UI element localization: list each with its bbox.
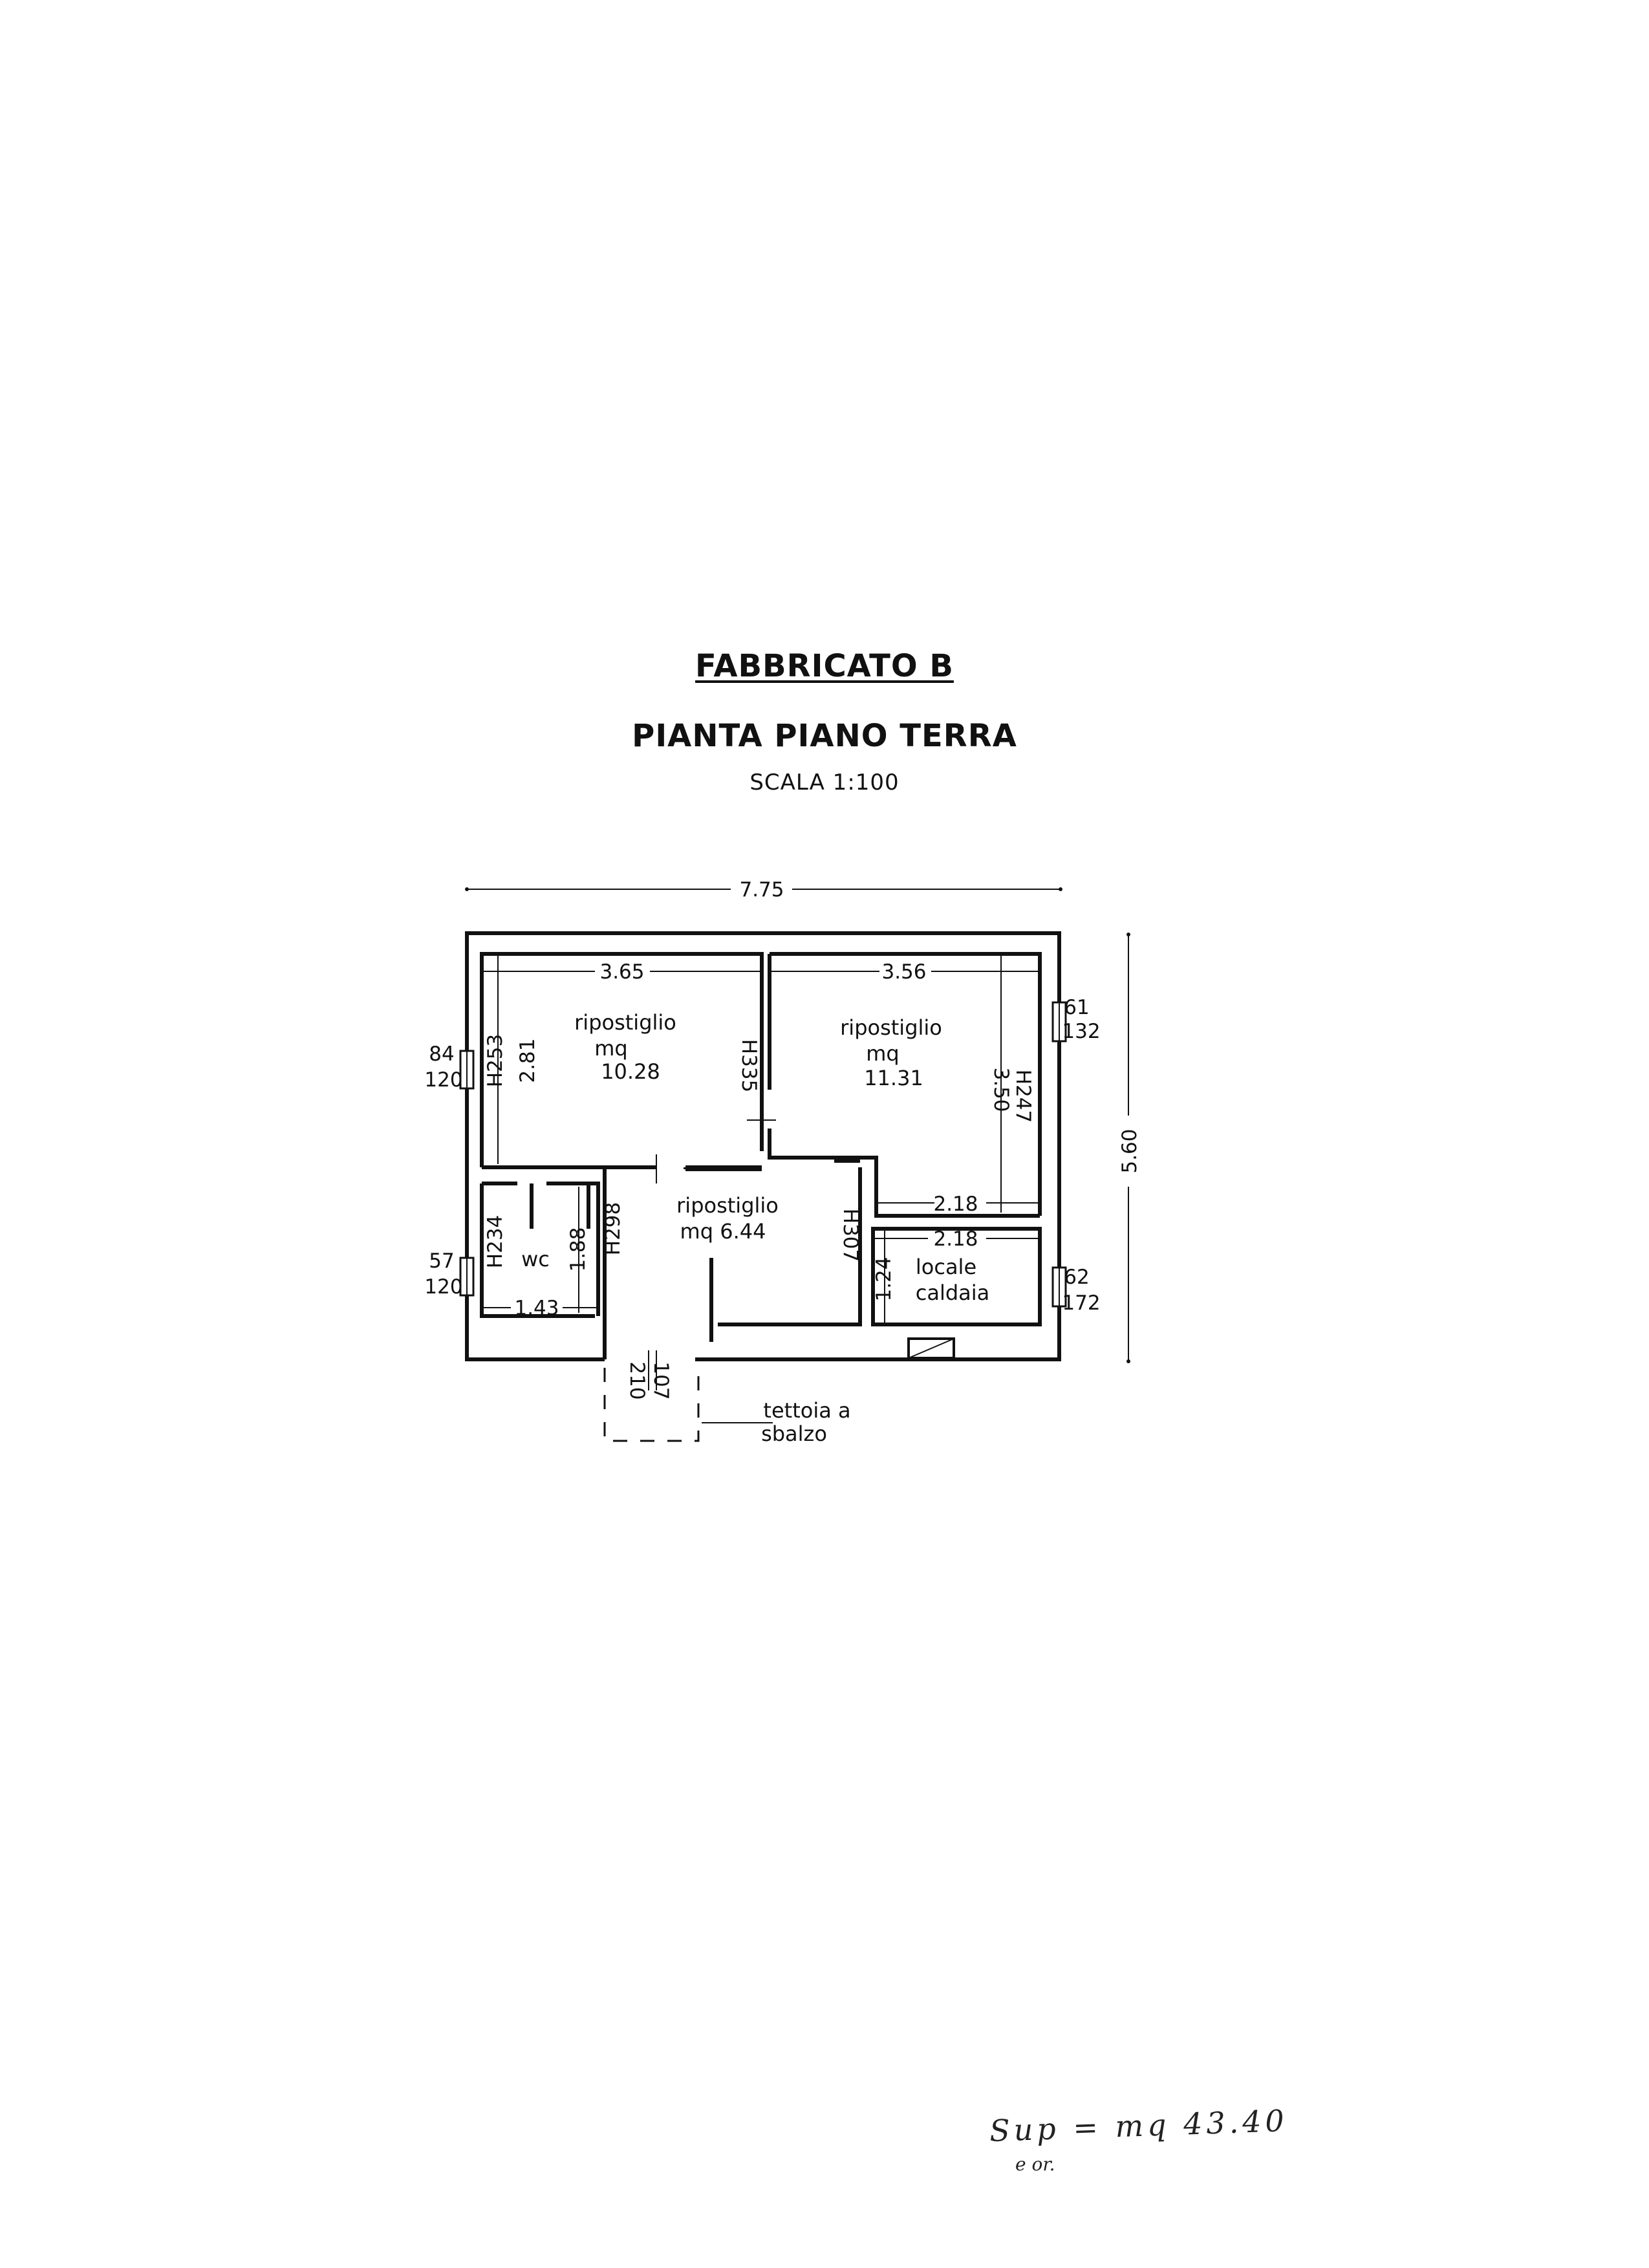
room2-area: 11.31 — [864, 1066, 923, 1090]
wc-width: 1.43 — [514, 1297, 559, 1320]
plan-title: PIANTA PIANO TERRA — [632, 718, 1017, 754]
handwritten-surface-note-sub: e or. — [1015, 2154, 1055, 2175]
boiler-label-1: locale — [916, 1255, 976, 1279]
window-right-top — [1051, 1001, 1067, 1042]
room1-dims — [484, 956, 760, 1164]
door-width: 107 — [649, 1361, 673, 1399]
room3-height: H298 — [601, 1202, 625, 1255]
overall-depth-dimension: 5.60 — [1118, 933, 1141, 1363]
window-rb-top: 62 — [1064, 1266, 1089, 1289]
scale-label: SCALA 1:100 — [749, 770, 900, 795]
window-right-bottom — [1051, 1266, 1067, 1308]
room2-area-unit: mq — [866, 1041, 899, 1066]
window-left-top — [459, 1050, 475, 1090]
boiler-dims — [875, 1231, 1038, 1323]
wc-height: H234 — [484, 1215, 507, 1268]
room3-label: ripostiglio — [676, 1193, 779, 1218]
room2-label: ripostiglio — [840, 1015, 942, 1040]
room1-depth: 2.81 — [516, 1038, 539, 1083]
building-title: FABBRICATO B — [695, 648, 954, 684]
window-rb-bottom: 172 — [1062, 1291, 1100, 1315]
window-rt-top: 61 — [1064, 996, 1089, 1019]
room1-height: H253 — [484, 1034, 507, 1087]
overall-width-label: 7.75 — [739, 878, 784, 902]
entrance-door — [648, 1350, 657, 1390]
boiler-depth: 1.24 — [872, 1257, 896, 1301]
window-lb-bottom: 120 — [424, 1275, 462, 1299]
room2-width: 3.56 — [881, 960, 926, 984]
room2-height: H247 — [1011, 1070, 1035, 1123]
room1-width: 3.65 — [599, 960, 644, 984]
room2-dims — [771, 956, 1038, 1213]
room1-area: 10.28 — [601, 1059, 660, 1084]
wall-height-label: H335 — [737, 1039, 760, 1092]
canopy-label-2: sbalzo — [761, 1421, 827, 1446]
room1-area-unit: mq — [594, 1036, 627, 1061]
wc-label: wc — [521, 1247, 550, 1271]
inner-walls — [480, 952, 1042, 1359]
boiler-label-2: caldaia — [916, 1280, 990, 1305]
window-lt-top: 84 — [429, 1042, 454, 1066]
room3-area: mq 6.44 — [680, 1219, 766, 1244]
canopy-outline — [603, 1368, 773, 1442]
door-height: 210 — [625, 1361, 649, 1399]
room2-depth: 3.50 — [989, 1067, 1013, 1112]
room3-height2: H307 — [839, 1209, 862, 1262]
window-lb-top: 57 — [429, 1249, 454, 1273]
boiler-width: 2.18 — [933, 1227, 978, 1251]
wc-depth: 1.88 — [566, 1227, 590, 1271]
overall-width-dimension: 7.75 — [465, 878, 1062, 902]
wc-dims — [484, 1187, 596, 1313]
canopy-label-1: tettoia a — [763, 1398, 850, 1423]
window-rt-bottom: 132 — [1062, 1020, 1100, 1043]
outer-walls — [465, 931, 1061, 1361]
overall-depth-label: 5.60 — [1118, 1129, 1141, 1173]
room1-label: ripostiglio — [574, 1010, 676, 1035]
window-left-bottom — [459, 1257, 475, 1297]
room2-bottom-dim: 2.18 — [933, 1193, 978, 1216]
window-lt-bottom: 120 — [424, 1068, 462, 1092]
boiler-vent-symbol — [907, 1337, 955, 1359]
crosshair-marks — [656, 1106, 776, 1183]
